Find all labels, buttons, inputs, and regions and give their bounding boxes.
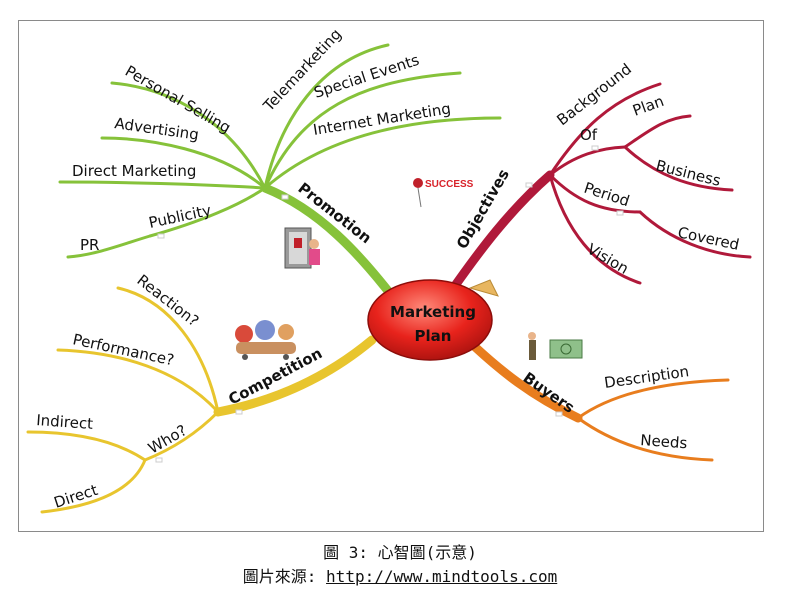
leaf-background: Background xyxy=(553,60,635,129)
caption-source: 圖片來源: http://www.mindtools.com xyxy=(0,565,800,589)
leaf-needs: Needs xyxy=(640,431,688,452)
leaf-business: Business xyxy=(654,156,723,190)
link-background xyxy=(548,82,662,177)
link-vision xyxy=(548,173,642,285)
figure-caption: 圖 3: 心智圖(示意) 圖片來源: http://www.mindtools.… xyxy=(0,541,800,589)
link-business xyxy=(623,145,734,192)
link-of xyxy=(548,145,627,177)
leaf-pr: PR xyxy=(80,236,99,254)
door-salesman-illustration xyxy=(284,227,320,269)
link-who xyxy=(143,410,220,462)
link-internet-marketing xyxy=(263,116,502,190)
mind-map-frame xyxy=(18,20,764,532)
leaf-vision: Vision xyxy=(584,240,632,278)
link-pr xyxy=(66,234,152,259)
caption-source-prefix: 圖片來源: xyxy=(242,567,327,586)
buyers-branch xyxy=(469,341,730,462)
competition-branch xyxy=(26,286,377,514)
link-reaction xyxy=(116,286,220,414)
link-direct-marketing xyxy=(58,180,267,190)
leaf-of: Of xyxy=(580,126,598,144)
center-label-line2: Plan xyxy=(415,327,452,345)
objectives-branch xyxy=(447,82,752,295)
link-indirect xyxy=(26,430,147,462)
link-special-events xyxy=(263,71,462,190)
link-needs xyxy=(576,416,714,462)
leaf-direct-marketing: Direct Marketing xyxy=(72,162,196,180)
link-period xyxy=(548,173,642,214)
link-telemarketing xyxy=(263,43,390,190)
leaf-indirect: Indirect xyxy=(36,411,94,433)
link-direct xyxy=(40,458,147,514)
leaf-performance: Performance? xyxy=(71,330,176,369)
caption-title: 圖 3: 心智圖(示意) xyxy=(323,543,477,562)
leaf-who: Who? xyxy=(145,421,190,457)
success-badge: SUCCESS xyxy=(425,179,474,190)
competitors-racing-illustration xyxy=(235,320,296,360)
center-node: Marketing Plan xyxy=(367,279,499,361)
leaf-period: Period xyxy=(582,179,632,211)
link-personal-selling xyxy=(110,81,267,190)
link-plan xyxy=(623,114,692,149)
link-covered xyxy=(638,210,752,259)
link-description xyxy=(576,378,730,420)
leaf-plan: Plan xyxy=(630,92,666,120)
source-link[interactable]: http://www.mindtools.com xyxy=(326,567,558,586)
leaf-description: Description xyxy=(603,362,690,392)
competition-main-link xyxy=(213,335,377,417)
connector-dots xyxy=(155,145,624,463)
leaf-reaction: Reaction? xyxy=(134,271,203,330)
link-publicity xyxy=(148,186,267,238)
link-advertising xyxy=(100,136,267,190)
buyer-money-illustration xyxy=(528,332,583,360)
link-performance xyxy=(56,348,220,414)
pie-slice-icon xyxy=(468,279,499,297)
buyers-main-link xyxy=(469,341,583,423)
success-balloon-icon xyxy=(413,178,423,208)
center-label-line1: Marketing xyxy=(390,303,476,321)
objectives-main-link xyxy=(447,170,555,295)
